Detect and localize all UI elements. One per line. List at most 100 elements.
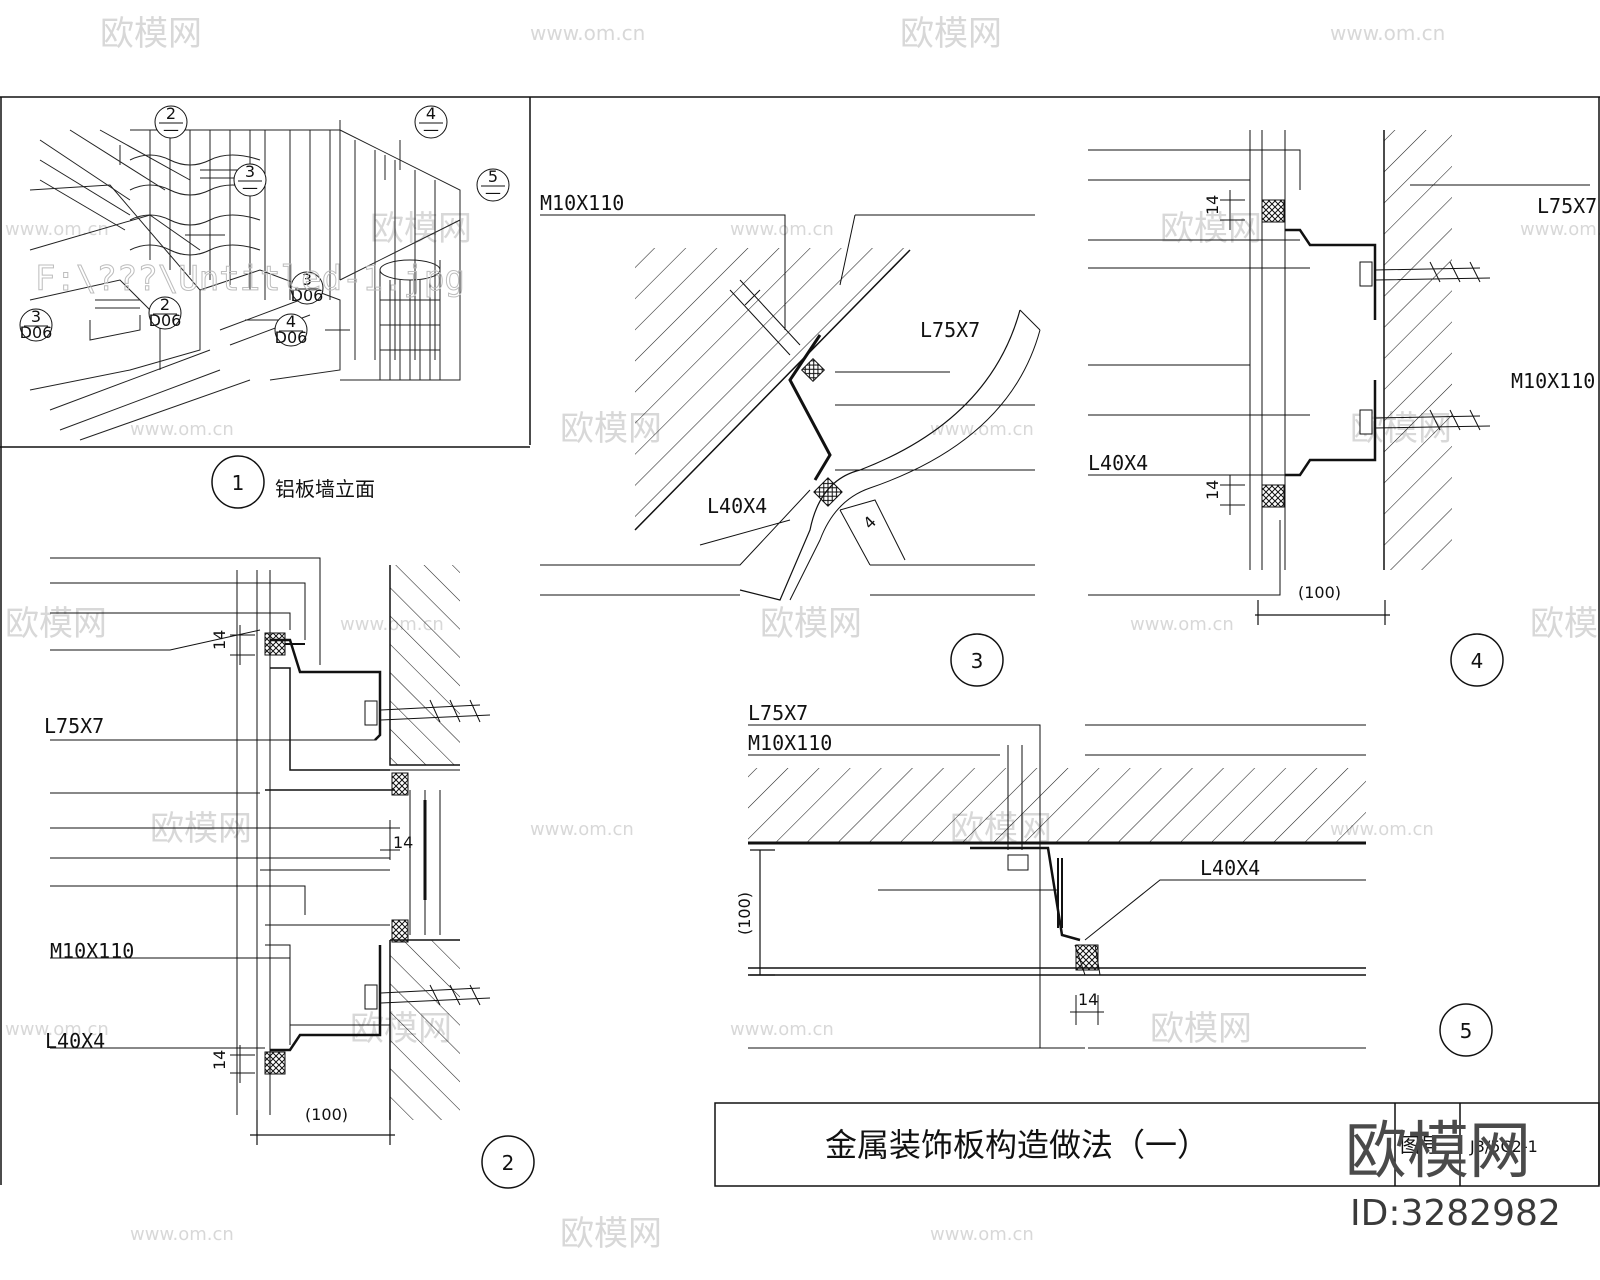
label-m10x110: M10X110 <box>540 191 624 215</box>
dim-14: 14 <box>393 833 413 852</box>
svg-text:D06: D06 <box>291 286 324 305</box>
detail-1-callouts: 2 — 3 — 4 — 5 — 3 D06 2 D06 <box>19 104 510 347</box>
watermark-url: www.om.cn <box>530 21 645 45</box>
callout-bubble: 3 D06 <box>19 307 53 342</box>
label-l40x4: L40X4 <box>1200 856 1260 880</box>
watermark-brand: 欧模网 <box>760 604 862 644</box>
label-l40x4: L40X4 <box>45 1029 105 1053</box>
watermark-brand: 欧模网 <box>1150 1009 1252 1049</box>
watermark-row-top: 欧模网 www.om.cn 欧模网 www.om.cn <box>100 14 1445 54</box>
svg-text:5: 5 <box>488 167 498 186</box>
svg-text:—: — <box>163 120 179 139</box>
detail-2-section <box>50 557 491 1145</box>
detail-1-caption-text: 铝板墙立面 <box>275 477 375 501</box>
svg-text:—: — <box>423 120 439 139</box>
watermark-url: www.om.cn <box>130 1224 234 1245</box>
sheet-frame <box>0 96 1600 1185</box>
label-l75x7: L75X7 <box>748 701 808 725</box>
dim-4: 4 <box>859 512 880 533</box>
detail-4-section <box>1088 130 1590 625</box>
detail-4-labels: L75X7 M10X110 L40X4 14 14 (100) 4 <box>1088 194 1597 687</box>
label-l75x7: L75X7 <box>1537 194 1597 218</box>
detail-3-section <box>540 214 1041 601</box>
watermark-url: www.om.cn <box>1330 21 1445 45</box>
watermark-logo: 欧模网 ID:3282982 <box>1345 1114 1561 1234</box>
svg-text:3: 3 <box>245 162 255 181</box>
watermark-brand: 欧模网 <box>150 809 252 849</box>
label-m10x110: M10X110 <box>1511 369 1595 393</box>
watermark-url: www.om.cn <box>5 219 109 240</box>
watermark-url: www.om.cn <box>530 819 634 840</box>
watermark-row-4: 欧模网 www.om.cn 欧模网 www.om.cn 欧模网 <box>5 604 1600 644</box>
watermark-row-6: www.om.cn 欧模网 www.om.cn 欧模网 <box>5 1009 1252 1049</box>
svg-text:—: — <box>485 183 501 202</box>
missing-image-path: F:\???\Untitled-1.jpg <box>35 259 465 299</box>
callout-bubble: 5 — <box>476 167 510 202</box>
svg-text:3: 3 <box>302 270 312 289</box>
dim-14: 14 <box>1203 480 1222 500</box>
svg-text:3: 3 <box>31 307 41 326</box>
dim-100: (100) <box>305 1105 348 1124</box>
sheet-number: J3/5C2-1 <box>1469 1137 1538 1156</box>
watermark-url: www.om.cn <box>1520 219 1600 240</box>
svg-text:4: 4 <box>286 312 296 331</box>
watermark-layer: 欧模网 www.om.cn 欧模网 www.om.cn www.om.cn 欧模… <box>5 14 1600 1254</box>
watermark-brand: 欧模网 <box>100 14 202 54</box>
dim-100: (100) <box>1298 583 1341 602</box>
label-m10x110: M10X110 <box>50 939 134 963</box>
label-l40x4: L40X4 <box>707 494 767 518</box>
sheet-number-label: 图号 <box>1400 1133 1440 1157</box>
label-l75x7: L75X7 <box>44 714 104 738</box>
label-l40x4: L40X4 <box>1088 451 1148 475</box>
detail-1-caption: 1 铝板墙立面 <box>211 455 375 509</box>
watermark-url: www.om.cn <box>5 1019 109 1040</box>
detail-5-section <box>748 724 1366 1049</box>
detail-3-number: 3 <box>971 649 984 673</box>
svg-text:D06: D06 <box>20 323 53 342</box>
sheet-title: 金属装饰板构造做法（一） <box>825 1126 1209 1164</box>
watermark-row-2: www.om.cn 欧模网 www.om.cn 欧模网 www.om.cn <box>5 209 1600 249</box>
callout-bubble: 4 D06 <box>274 312 308 347</box>
svg-text:2: 2 <box>160 295 170 314</box>
detail-1-number: 1 <box>232 471 245 495</box>
watermark-logo-text: 欧模网 <box>1345 1114 1531 1187</box>
title-block: 金属装饰板构造做法（一） 图号 J3/5C2-1 <box>714 1102 1600 1187</box>
callout-bubble: 4 — <box>414 104 448 139</box>
svg-text:4: 4 <box>426 104 436 123</box>
watermark-url: www.om.cn <box>930 419 1034 440</box>
watermark-url: www.om.cn <box>730 1019 834 1040</box>
callout-bubble: 3 D06 <box>290 270 324 305</box>
watermark-brand: 欧模网 <box>1530 604 1600 644</box>
detail-2-number: 2 <box>502 1151 515 1175</box>
dim-14: 14 <box>210 1050 229 1070</box>
dim-14: 14 <box>1203 195 1222 215</box>
dim-14: 14 <box>210 630 229 650</box>
callout-bubble: 2 D06 <box>148 295 182 330</box>
watermark-url: www.om.cn <box>930 1224 1034 1245</box>
svg-text:D06: D06 <box>149 311 182 330</box>
watermark-brand: 欧模网 <box>560 1214 662 1254</box>
svg-text:—: — <box>242 178 258 197</box>
watermark-id: ID:3282982 <box>1350 1193 1561 1234</box>
detail-5-number: 5 <box>1460 1019 1473 1043</box>
detail-2-labels: L75X7 M10X110 L40X4 14 14 14 (100) 2 <box>44 630 535 1189</box>
watermark-brand: 欧模网 <box>1160 209 1262 249</box>
svg-text:2: 2 <box>166 104 176 123</box>
watermark-url: www.om.cn <box>1130 614 1234 635</box>
watermark-url: www.om.cn <box>730 219 834 240</box>
svg-text:D06: D06 <box>275 328 308 347</box>
dim-100: (100) <box>735 892 754 935</box>
callout-bubble: 3 — <box>233 162 267 197</box>
detail-1-isometric <box>29 120 461 441</box>
label-m10x110: M10X110 <box>748 731 832 755</box>
detail-5-labels: L75X7 M10X110 L40X4 (100) 14 5 <box>735 701 1493 1057</box>
dim-14: 14 <box>1078 990 1098 1009</box>
watermark-brand: 欧模网 <box>900 14 1002 54</box>
callout-bubble: 2 — <box>154 104 188 139</box>
watermark-row-bottom: www.om.cn 欧模网 www.om.cn <box>130 1214 1034 1254</box>
watermark-brand: 欧模网 <box>370 209 472 249</box>
label-l75x7: L75X7 <box>920 318 980 342</box>
watermark-url: www.om.cn <box>130 419 234 440</box>
watermark-brand: 欧模网 <box>5 604 107 644</box>
